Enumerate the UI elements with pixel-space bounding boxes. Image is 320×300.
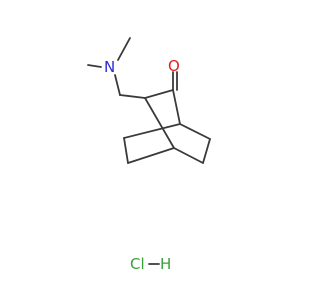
molecule-drawing: N O Cl H bbox=[87, 37, 211, 273]
bond-c1-c6 bbox=[179, 123, 211, 140]
atom-hydrogen: H bbox=[160, 255, 171, 273]
bond-c2-c1 bbox=[172, 89, 181, 125]
bond-c3-c4 bbox=[144, 97, 175, 149]
bond-methyl1-n bbox=[87, 64, 102, 68]
bond-ch2-c3 bbox=[119, 94, 146, 99]
bond-c4-c8 bbox=[127, 147, 175, 164]
bond-methyl2-n bbox=[117, 37, 131, 61]
atom-oxygen: O bbox=[168, 57, 180, 75]
bond-c5-c4 bbox=[173, 147, 204, 164]
bond-c6-c5 bbox=[202, 138, 211, 164]
bond-c7-c1 bbox=[123, 123, 181, 139]
atom-chlorine: Cl bbox=[130, 255, 145, 273]
structure-canvas: N O Cl H bbox=[87, 37, 211, 273]
bond-n-ch2 bbox=[114, 74, 121, 96]
bond-c8-c7 bbox=[123, 137, 129, 164]
atom-nitrogen: N bbox=[104, 58, 115, 76]
bond-c3-c2 bbox=[144, 89, 174, 99]
